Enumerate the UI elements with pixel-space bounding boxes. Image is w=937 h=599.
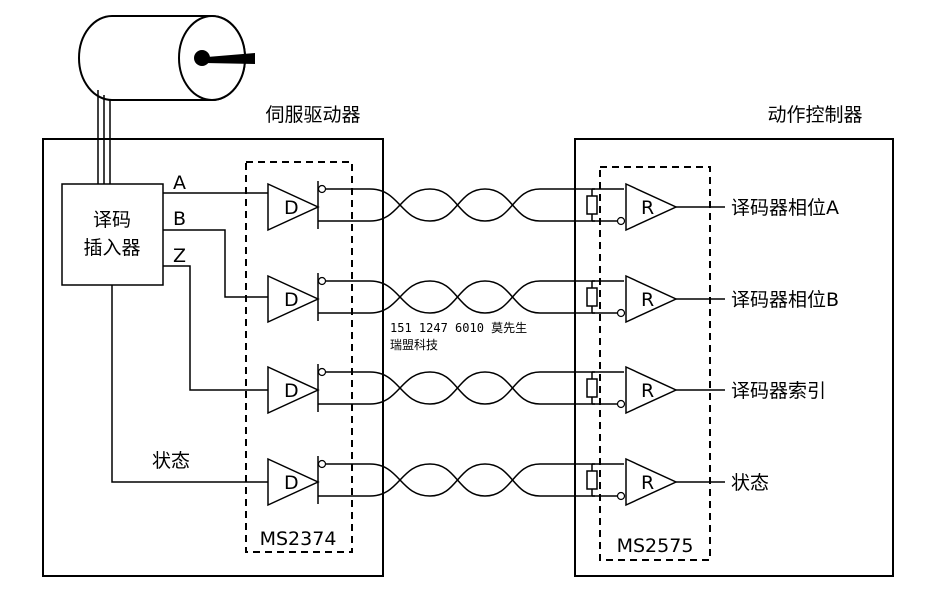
twisted-pair-wire	[326, 463, 595, 497]
encoder-box	[61, 183, 164, 286]
driver-chip-box	[245, 161, 353, 553]
inverting-output-bubble	[317, 459, 327, 469]
twisted-pair-wire	[369, 463, 595, 497]
inverting-input-bubble	[616, 308, 626, 318]
receiver-chip-label: MS2575	[617, 535, 694, 557]
termination-resistor	[586, 470, 598, 490]
motor-icon	[78, 15, 255, 101]
servo-driver-title: 伺服驱动器	[265, 104, 360, 126]
inverting-input-bubble	[616, 399, 626, 409]
receiver-phase-b	[625, 274, 678, 324]
receiver-phase-a	[625, 182, 678, 232]
servo-driver-box	[42, 138, 384, 577]
twisted-pair-wire	[369, 188, 595, 222]
motion-controller-title: 动作控制器	[767, 104, 862, 126]
encoder-label-line2: 插入器	[83, 237, 140, 259]
channels-group: D R 译码器相位A D R 译码器相位B D R 译码器索引 D R 状态	[267, 181, 839, 507]
inverting-output-bubble	[317, 276, 327, 286]
channel-phase-a: D R 译码器相位A	[267, 181, 839, 232]
motion-controller-box	[574, 138, 894, 577]
termination-resistor	[586, 195, 598, 215]
channel-index: D R 译码器索引	[267, 364, 826, 415]
driver-letter-phase-a: D	[284, 197, 299, 219]
driver-chip-label: MS2374	[260, 528, 337, 550]
twisted-pair-wire	[326, 280, 595, 314]
receiver-chip-box	[599, 166, 711, 561]
encoder-label-line1: 译码	[93, 209, 131, 231]
output-label-status: 状态	[731, 472, 769, 494]
receiver-status	[625, 457, 678, 507]
inverting-input-bubble	[616, 491, 626, 501]
status-label-driver: 状态	[152, 450, 190, 472]
receiver-letter-index: R	[641, 380, 654, 402]
output-label-index: 译码器索引	[731, 380, 826, 402]
receiver-index	[625, 365, 678, 415]
receiver-letter-phase-b: R	[641, 289, 654, 311]
channel-status: D R 状态	[267, 456, 769, 507]
receiver-letter-status: R	[641, 472, 654, 494]
termination-resistor	[586, 378, 598, 398]
inverting-output-bubble	[317, 367, 327, 377]
channel-phase-b: D R 译码器相位B	[267, 273, 839, 324]
signal-b-label: B	[173, 208, 186, 230]
termination-resistor	[586, 287, 598, 307]
watermark-phone: 151 1247 6010 莫先生	[390, 321, 527, 335]
output-label-phase-b: 译码器相位B	[731, 289, 839, 311]
driver-letter-status: D	[284, 472, 299, 494]
driver-buffer-index	[267, 365, 320, 415]
twisted-pair-wire	[369, 371, 595, 405]
motor-cable	[97, 90, 111, 184]
receiver-letter-phase-a: R	[641, 197, 654, 219]
signal-a-label: A	[173, 172, 186, 194]
signal-z-label: Z	[173, 245, 186, 267]
driver-buffer-phase-b	[267, 274, 320, 324]
inverting-output-bubble	[317, 184, 327, 194]
driver-letter-index: D	[284, 380, 299, 402]
twisted-pair-wire	[326, 188, 595, 222]
driver-buffer-phase-a	[267, 182, 320, 232]
inverting-input-bubble	[616, 216, 626, 226]
driver-buffer-status	[267, 457, 320, 507]
twisted-pair-wire	[326, 371, 595, 405]
twisted-pair-wire	[369, 280, 595, 314]
watermark-company: 瑞盟科技	[390, 338, 438, 352]
output-label-phase-a: 译码器相位A	[731, 197, 839, 219]
driver-letter-phase-b: D	[284, 289, 299, 311]
